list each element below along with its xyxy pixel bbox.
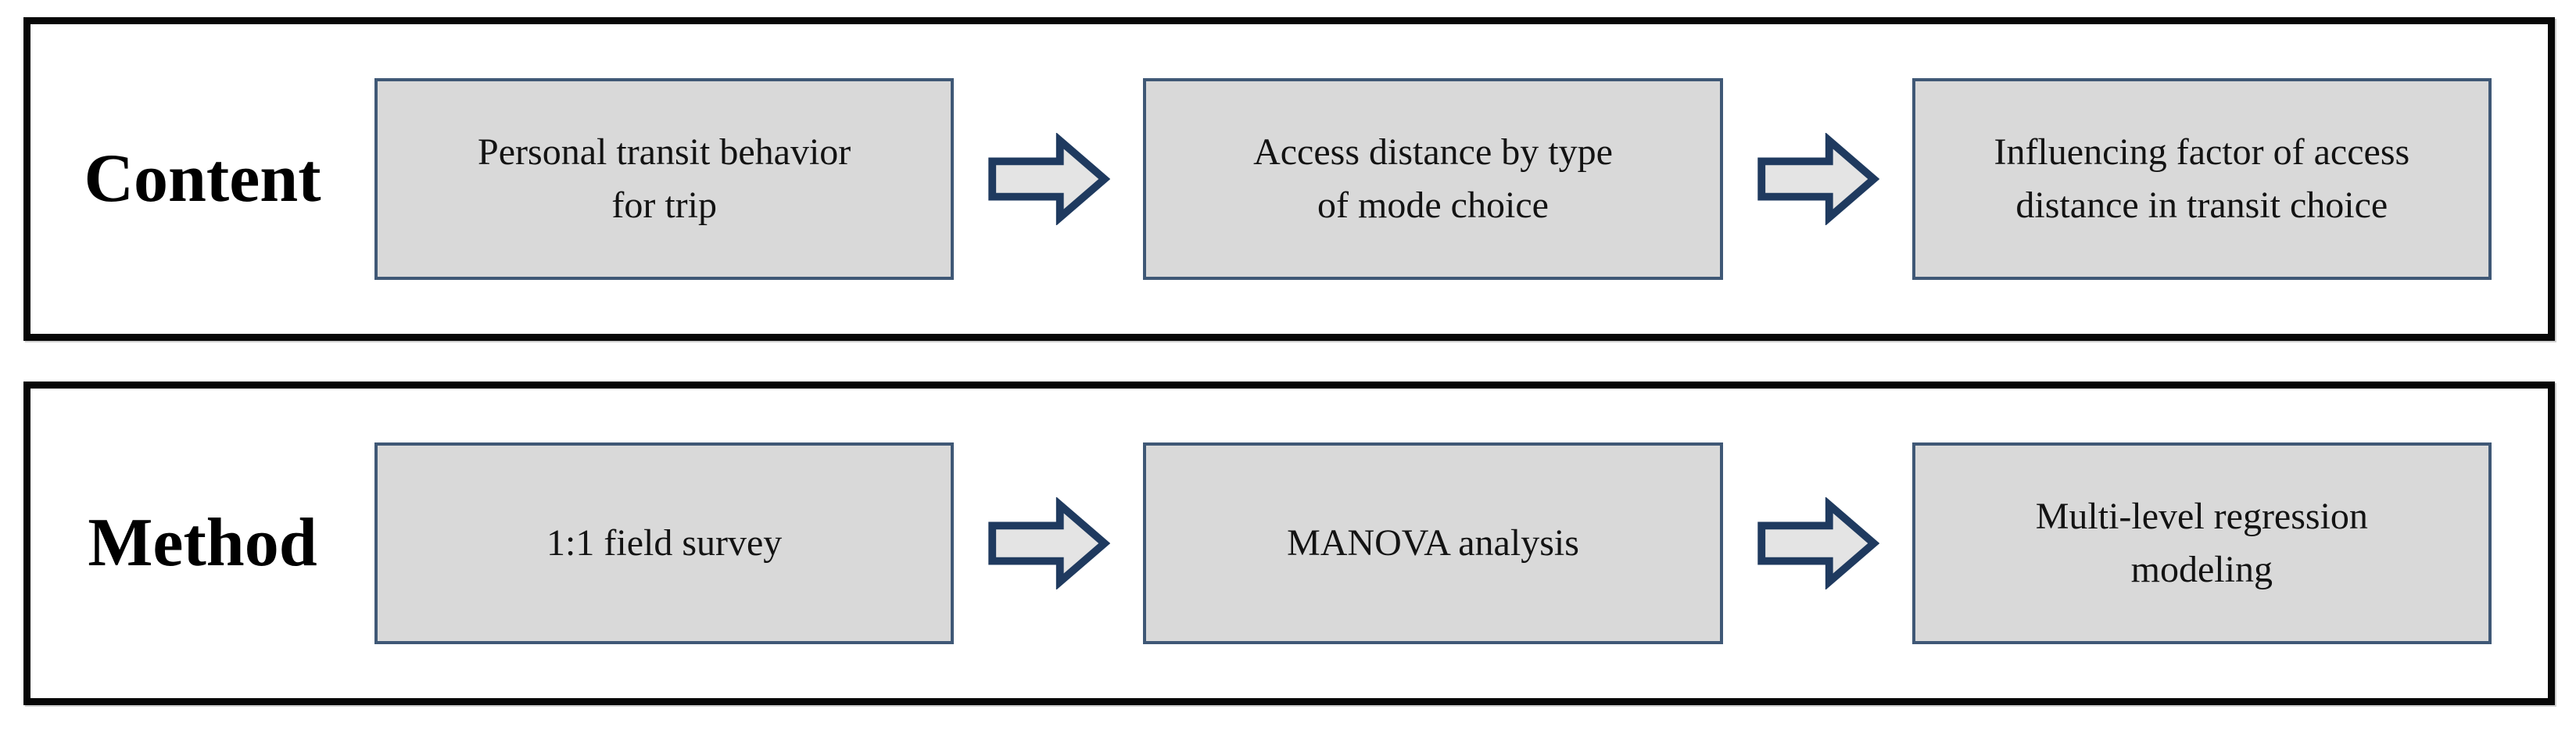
band-label-content: Content [84, 141, 321, 217]
flow-box-method-1: 1:1 field survey [374, 442, 955, 644]
method-band: Method 1:1 field survey MANOVA analysis … [23, 382, 2555, 705]
flow-box-content-3: Influencing factor of access distance in… [1911, 78, 2492, 280]
flow-box-method-3: Multi-level regression modeling [1911, 442, 2492, 644]
content-band: Content Personal transit behavior for tr… [23, 17, 2555, 341]
method-flow: 1:1 field survey MANOVA analysis Multi-l… [374, 442, 2548, 644]
right-arrow-icon [1757, 133, 1879, 225]
flow-box-text: Personal transit behavior for trip [478, 131, 851, 226]
right-arrow-icon [988, 133, 1111, 225]
flow-box-text: Influencing factor of access distance in… [1994, 131, 2410, 226]
flow-box-content-2: Access distance by type of mode choice [1143, 78, 1723, 280]
flow-box-text: Multi-level regression modeling [2035, 495, 2368, 590]
band-label-method: Method [88, 505, 317, 581]
flow-box-text: 1:1 field survey [546, 521, 783, 564]
flow-box-content-1: Personal transit behavior for trip [374, 78, 955, 280]
right-arrow-icon [988, 497, 1111, 589]
content-flow: Personal transit behavior for trip Acces… [374, 78, 2548, 280]
right-arrow-icon [1757, 497, 1879, 589]
flow-box-text: MANOVA analysis [1287, 521, 1579, 564]
flow-box-method-2: MANOVA analysis [1143, 442, 1723, 644]
flow-box-text: Access distance by type of mode choice [1253, 131, 1613, 226]
